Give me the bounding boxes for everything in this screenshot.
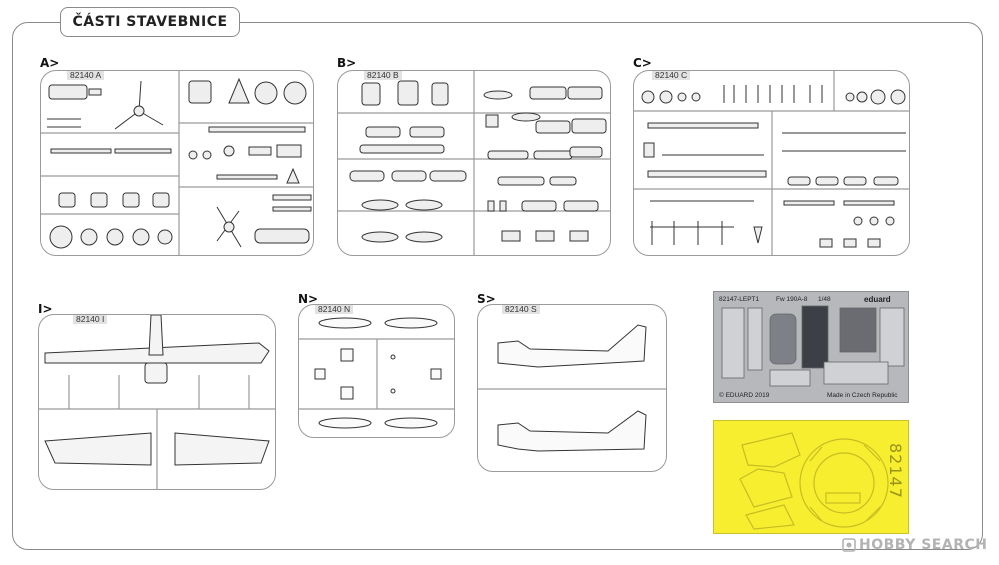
pe-copyright: © EDUARD 2019 [719, 392, 770, 399]
sprue-c: 82140 C [633, 70, 910, 256]
sprue-s-label: S> [477, 292, 496, 306]
sprue-a: 82140 A [40, 70, 314, 256]
sprue-i-parts [39, 315, 275, 489]
pe-parts [721, 305, 905, 387]
watermark-text: HOBBY SEARCH [859, 537, 988, 553]
sprue-s-parts [478, 324, 666, 452]
photo-etch-fret: 82147-LEPT1 Fw 190A-8 1/48 eduard © EDUA… [713, 291, 909, 403]
sprue-b-label: B> [337, 56, 357, 70]
pe-code: 82147-LEPT1 [719, 296, 760, 303]
sprue-a-parts [41, 71, 313, 255]
pe-scale: 1/48 [818, 296, 831, 303]
pe-origin: Made in Czech Republic [827, 392, 898, 399]
sprue-s-code: 82140 S [502, 305, 540, 314]
sprue-b-code: 82140 B [364, 71, 402, 80]
sprue-i: 82140 I [38, 314, 276, 490]
sheet-frame [12, 22, 983, 550]
sprue-c-code: 82140 C [652, 71, 691, 80]
mask-sheet: 82147 [713, 420, 909, 534]
sprue-b: 82140 B [337, 70, 611, 256]
sprue-c-label: C> [633, 56, 652, 70]
sprue-i-code: 82140 I [73, 315, 108, 324]
sprue-n-code: 82140 N [315, 305, 354, 314]
sprue-n-parts [299, 317, 454, 429]
sprue-i-label: I> [38, 302, 53, 316]
page-title: ČÁSTI STAVEBNICE [72, 14, 228, 30]
sprue-a-code: 82140 A [67, 71, 105, 80]
mask-code: 82147 [886, 443, 905, 499]
pe-model: Fw 190A-8 [776, 296, 808, 303]
sprue-s: 82140 S [477, 304, 667, 472]
sprue-n: 82140 N [298, 304, 455, 438]
watermark: HOBBY SEARCH [842, 537, 987, 553]
pe-brand: eduard [864, 295, 891, 304]
sprue-n-label: N> [298, 292, 319, 306]
sprue-a-label: A> [40, 56, 60, 70]
title-box: ČÁSTI STAVEBNICE [60, 7, 240, 37]
sprue-b-parts [338, 71, 610, 255]
hobby-search-logo-icon [842, 538, 856, 552]
mask-shapes [739, 432, 889, 530]
sprue-c-parts [634, 71, 909, 255]
